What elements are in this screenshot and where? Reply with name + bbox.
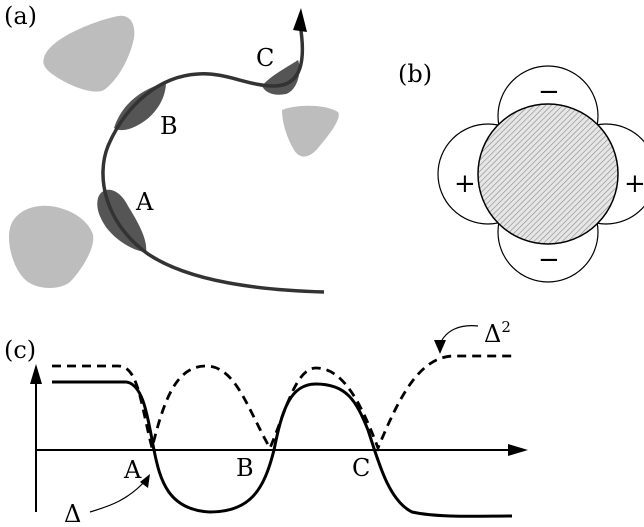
delta-pointer xyxy=(89,479,147,513)
delta-squared-pointer-head xyxy=(434,340,446,354)
sign-top: − xyxy=(538,77,560,107)
panel-a: (a) A B C xyxy=(4,2,339,294)
panel-a-label: (a) xyxy=(4,2,37,30)
sign-right: + xyxy=(624,169,644,199)
sign-bottom: − xyxy=(538,245,560,275)
delta-pointer-head xyxy=(140,474,150,488)
delta-squared-label: Δ2 xyxy=(484,318,511,348)
panel-b-label: (b) xyxy=(398,60,432,88)
particle-top-left xyxy=(43,15,135,92)
panel-c-label: (c) xyxy=(4,336,36,364)
particle-bottom-left xyxy=(8,205,94,288)
delta-squared-curve xyxy=(52,354,512,452)
x-axis-arrow xyxy=(508,444,528,456)
delta-squared-pointer xyxy=(439,325,479,345)
arrow-head-a xyxy=(293,8,307,32)
point-c-label: C xyxy=(256,44,274,72)
delta-label: Δ xyxy=(64,500,81,527)
inclusion-circle xyxy=(477,103,619,245)
point-a-label-c: A xyxy=(123,456,142,484)
blob-b xyxy=(114,82,166,131)
y-axis-arrow xyxy=(30,364,42,384)
panel-c: (c) A B C Δ Δ2 xyxy=(4,318,528,527)
point-c-label-c: C xyxy=(352,454,370,482)
delta-curve xyxy=(52,380,513,518)
particle-right xyxy=(282,105,339,157)
point-b-label-c: B xyxy=(236,454,254,482)
dislocation-line xyxy=(101,23,325,294)
sign-left: + xyxy=(454,169,476,199)
panel-b: (b) − − + + xyxy=(398,60,644,283)
point-a-label: A xyxy=(135,188,154,216)
point-b-label: B xyxy=(160,112,178,140)
